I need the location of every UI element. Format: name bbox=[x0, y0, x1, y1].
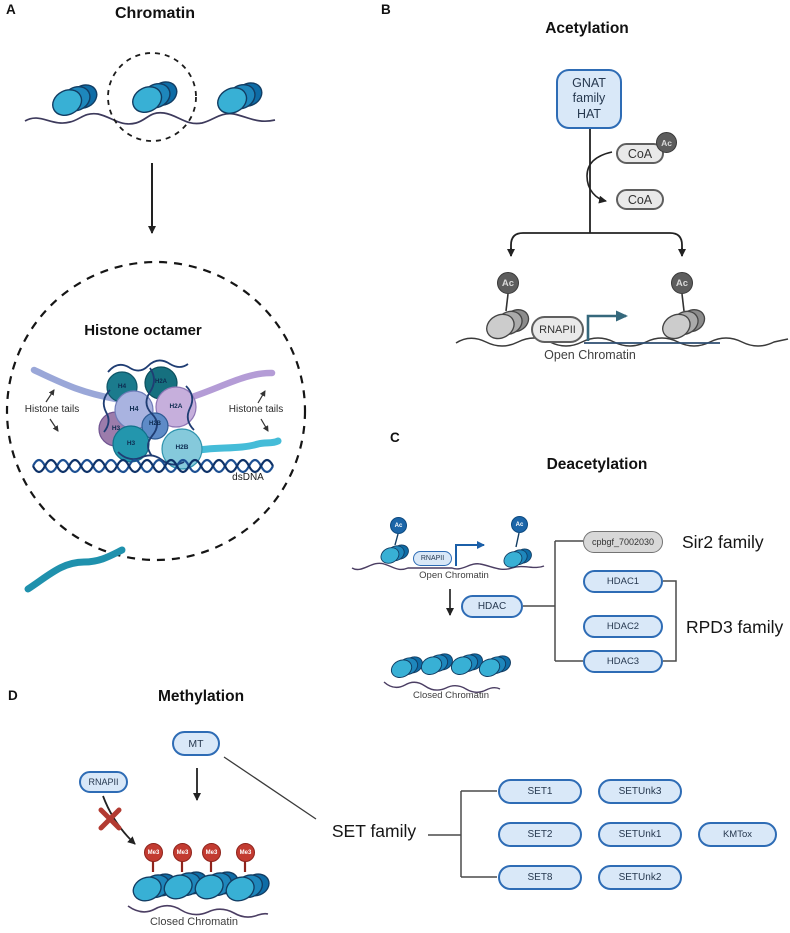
ac-mark-left-c: Ac bbox=[390, 517, 407, 534]
panel-b-letter: B bbox=[381, 2, 391, 17]
transcription-arrow-c bbox=[455, 541, 485, 566]
panel-c-letter: C bbox=[390, 430, 400, 445]
me3-stems bbox=[151, 861, 247, 872]
set-family-label: SET family bbox=[331, 821, 417, 841]
histone-h2a-top-label: H2A bbox=[154, 379, 167, 385]
histone-h3-label: H3 bbox=[126, 440, 136, 447]
hdac3-box: HDAC3 bbox=[583, 650, 663, 673]
histone-tails-label-left: Histone tails bbox=[24, 404, 80, 415]
closed-chromatin-label-d: Closed Chromatin bbox=[149, 916, 239, 928]
octamer-title: Histone octamer bbox=[84, 322, 202, 339]
panel-a-letter: A bbox=[6, 2, 16, 17]
setunk2-box: SETUnk2 bbox=[598, 865, 682, 890]
blocked-rnapii-arrow bbox=[102, 795, 136, 845]
me3-badge-1: Me3 bbox=[144, 843, 163, 862]
tail-pointer-arrows bbox=[45, 389, 269, 432]
rnapii-box-d: RNAPII bbox=[79, 771, 128, 793]
open-chromatin-label-b: Open Chromatin bbox=[544, 348, 636, 362]
me3-badge-3: Me3 bbox=[202, 843, 221, 862]
me3-badge-2: Me3 bbox=[173, 843, 192, 862]
histone-h2b-mid-label: H2B bbox=[148, 421, 161, 427]
set-family-bracket bbox=[428, 790, 497, 878]
rpd3-family-label: RPD3 family bbox=[686, 617, 784, 637]
setunk1-box: SETUnk1 bbox=[598, 822, 682, 847]
histone-h4-top-label: H4 bbox=[117, 383, 127, 390]
histone-h3-left-label: H3 bbox=[111, 425, 121, 432]
me3-badge-4: Me3 bbox=[236, 843, 255, 862]
panel-c-title: Deacetylation bbox=[546, 456, 648, 473]
sir2-family-label: Sir2 family bbox=[682, 532, 764, 552]
panel-d-drawing bbox=[98, 756, 497, 918]
dsdna-label: dsDNA bbox=[232, 472, 264, 483]
coa-exchange-arrow bbox=[586, 151, 613, 204]
histone-tails-label-right: Histone tails bbox=[228, 404, 284, 415]
hdac2-box: HDAC2 bbox=[583, 615, 663, 638]
histone-h4-label: H4 bbox=[129, 406, 139, 413]
acetyl-coa-box: CoA bbox=[616, 143, 664, 164]
ac-mark-left: Ac bbox=[497, 272, 519, 294]
closed-chromatin-label-c: Closed Chromatin bbox=[412, 690, 490, 701]
histone-h2b-label: H2B bbox=[175, 444, 189, 451]
transcription-arrow bbox=[586, 310, 628, 341]
set2-box: SET2 bbox=[498, 822, 582, 847]
panel-b-drawing bbox=[455, 129, 789, 347]
nucleosome-highlight-circle bbox=[107, 52, 197, 142]
octamer-circle bbox=[5, 260, 307, 562]
open-chromatin-label-c: Open Chromatin bbox=[419, 570, 489, 581]
rnapii-box-b: RNAPII bbox=[531, 316, 584, 343]
kmtox-box: KMTox bbox=[698, 822, 777, 847]
panel-d-letter: D bbox=[8, 688, 18, 703]
mt-box: MT bbox=[172, 731, 220, 756]
histone-h2a-label: H2A bbox=[169, 403, 183, 410]
ac-badge: Ac bbox=[656, 132, 677, 153]
blocked-cross-icon bbox=[98, 807, 122, 831]
setunk3-box: SETUnk3 bbox=[598, 779, 682, 804]
set1-box: SET1 bbox=[498, 779, 582, 804]
mt-to-set-line bbox=[223, 756, 317, 820]
hdac-family-bracket bbox=[523, 540, 677, 662]
hdac-box: HDAC bbox=[461, 595, 523, 618]
coa-box: CoA bbox=[616, 189, 664, 210]
set8-box: SET8 bbox=[498, 865, 582, 890]
dsdna-strand-2 bbox=[32, 458, 274, 474]
panel-b-title: Acetylation bbox=[545, 20, 629, 37]
hdac1-box: HDAC1 bbox=[583, 570, 663, 593]
cpbgf-box: cpbgf_7002030 bbox=[583, 531, 663, 553]
panel-a-title: Chromatin bbox=[115, 5, 195, 22]
ac-mark-right-c: Ac bbox=[511, 516, 528, 533]
panel-d-title: Methylation bbox=[157, 688, 245, 705]
panel-c-drawing bbox=[351, 532, 677, 693]
gnat-hat-box: GNAT family HAT bbox=[556, 69, 622, 129]
rnapii-box-c: RNAPII bbox=[413, 551, 452, 566]
ac-mark-right: Ac bbox=[671, 272, 693, 294]
dna-coils bbox=[102, 359, 195, 466]
panel-a-drawing bbox=[5, 52, 307, 593]
